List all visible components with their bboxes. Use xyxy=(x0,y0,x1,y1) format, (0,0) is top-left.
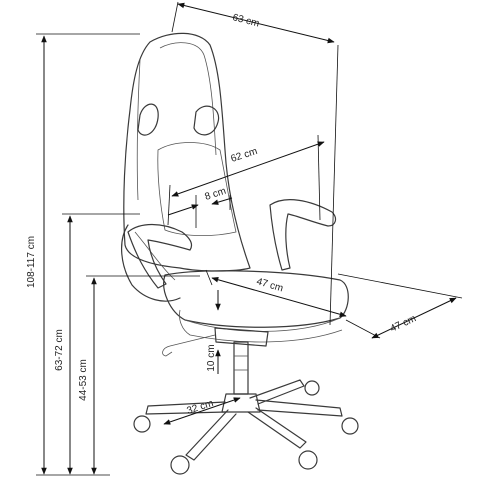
chair-illustration xyxy=(121,32,359,475)
dim-top-width-line xyxy=(177,2,335,44)
base-leg-back xyxy=(255,399,343,417)
left-side-wing xyxy=(121,224,181,302)
left-side-inner xyxy=(134,231,176,281)
base-leg-front-right xyxy=(247,407,307,449)
label-armrest-height: 63-72 cm xyxy=(54,329,65,371)
label-seat-depth: 47 cm xyxy=(389,313,418,334)
right-armrest xyxy=(269,199,337,271)
backrest-outline xyxy=(123,32,251,272)
label-total-height: 108-117 cm xyxy=(26,236,37,288)
dim-seat-width-line xyxy=(211,277,347,317)
base-leg-right-back xyxy=(249,379,305,405)
headrest-hole-left xyxy=(137,103,159,136)
tilt-lever xyxy=(162,334,216,357)
base-leg-front-left xyxy=(185,409,237,461)
label-base-radius: 32 cm xyxy=(186,398,215,417)
dimension-lines xyxy=(36,1,463,476)
dim-seat-depth-line xyxy=(371,297,457,339)
left-armrest xyxy=(127,223,193,289)
label-seat-height: 44-53 cm xyxy=(78,359,89,401)
dimension-labels: 63 cm 108-117 cm 63-72 cm 44-53 cm 62 cm… xyxy=(26,12,418,417)
seat-mechanism xyxy=(214,327,269,347)
caster-wheels xyxy=(133,380,359,475)
label-top-width: 63 cm xyxy=(231,12,260,29)
label-gas-lift: 10 cm xyxy=(206,344,217,371)
label-backrest-width: 62 cm xyxy=(230,146,259,165)
dim-lumbar-line-left xyxy=(167,204,199,216)
seat-side-edge xyxy=(179,309,343,343)
gas-lift-cylinder xyxy=(233,341,249,395)
dim-base-radius-line xyxy=(163,397,241,425)
headrest-hole-right xyxy=(193,105,220,136)
seat-cushion xyxy=(163,270,349,328)
backrest-inner xyxy=(136,42,217,201)
dim-lumbar-line-right xyxy=(211,197,233,205)
dim-backrest-width-line xyxy=(171,141,325,197)
